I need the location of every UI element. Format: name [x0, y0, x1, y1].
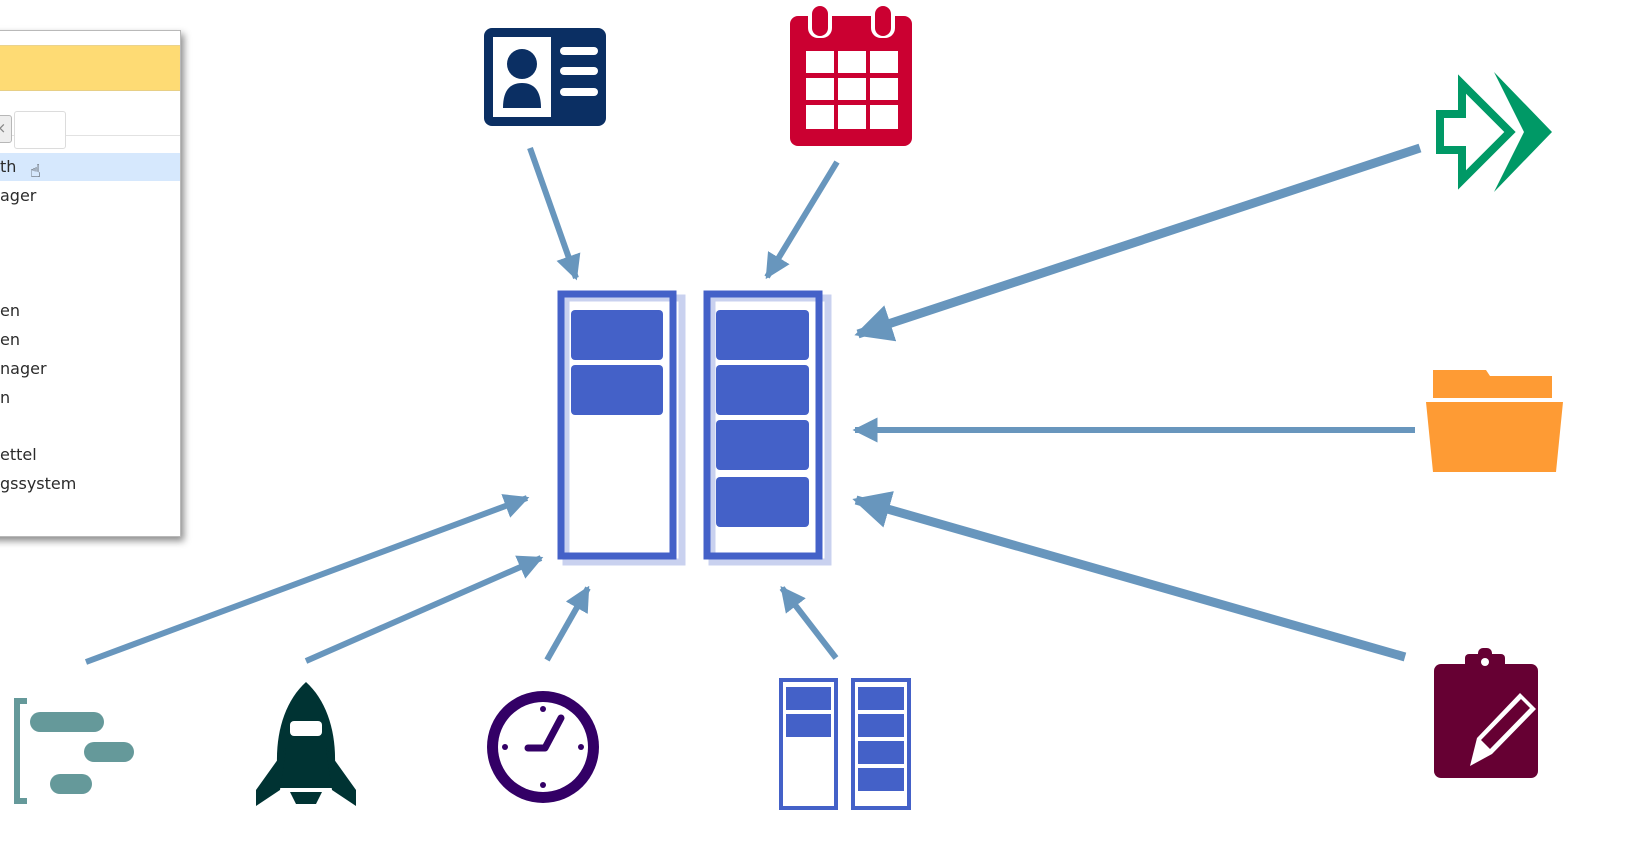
arrow-contact-to-board: [527, 146, 581, 281]
list-item[interactable]: n: [0, 388, 11, 407]
kanban-card: [716, 420, 809, 470]
list-item[interactable]: th: [0, 153, 180, 181]
kanban-card: [571, 365, 663, 415]
window-titlebar: [0, 45, 180, 91]
arrow-rocket-to-board: [304, 555, 544, 664]
close-icon[interactable]: ×: [0, 115, 12, 143]
arrow-kanban-to-board: [779, 586, 839, 660]
arrow-gantt-to-board: [84, 494, 530, 665]
list-item[interactable]: ettel: [0, 445, 37, 464]
arrow-clipboard-to-board: [852, 491, 1407, 662]
list-item[interactable]: en: [0, 301, 20, 320]
rocket-icon: [256, 682, 356, 806]
cropped-app-window: × th ☝ ager en en nager n ettel gssystem: [0, 30, 181, 537]
arrow-forward-to-board: [854, 143, 1422, 342]
folder-icon: [1426, 370, 1563, 472]
kanban-small-icon: [779, 678, 911, 810]
kanban-card: [716, 310, 809, 360]
clock-icon: [487, 691, 599, 803]
list-item[interactable]: ager: [0, 186, 37, 205]
kanban-card: [571, 310, 663, 360]
arrow-clock-to-board: [544, 585, 591, 662]
forward-arrow-icon: [1436, 72, 1552, 192]
contact-card-icon: [484, 28, 606, 126]
list-item[interactable]: en: [0, 330, 20, 349]
search-input[interactable]: [14, 111, 66, 149]
clipboard-edit-icon: [1434, 648, 1538, 778]
kanban-card: [716, 365, 809, 415]
hand-cursor-icon: ☝: [30, 161, 41, 182]
list-item[interactable]: nager: [0, 359, 47, 378]
arrow-calendar-to-board: [764, 160, 840, 280]
gantt-icon: [14, 698, 134, 804]
list-item[interactable]: gssystem: [0, 474, 77, 493]
kanban-card: [716, 477, 809, 527]
calendar-icon: [790, 4, 912, 146]
kanban-board-icon: [557, 290, 832, 566]
